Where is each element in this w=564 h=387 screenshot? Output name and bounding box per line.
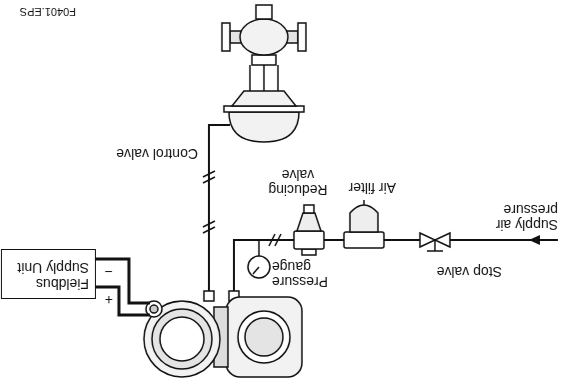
label-text: Air filter (349, 180, 396, 195)
part-name: Reducing valve (266, 167, 330, 197)
control-valve-drawing (222, 5, 306, 142)
fieldbus-wires (94, 259, 150, 315)
part-name: Control valve (116, 146, 198, 161)
label-text: Control valve (116, 146, 198, 161)
air-line (234, 240, 558, 291)
terminal-sign: + (105, 292, 113, 307)
label-text: Pressure gauge (272, 259, 338, 289)
part-name: Stop valve (437, 264, 502, 279)
part-name: Pressure gauge (272, 259, 338, 289)
label-text: Stop valve (437, 264, 502, 279)
supply-arrow (529, 235, 540, 245)
label-text: − (105, 264, 113, 279)
valve-positioner-drawing (144, 291, 302, 377)
label-text: F0401.EPS (20, 4, 76, 19)
supply-label: Supply air pressure (484, 202, 558, 232)
terminal-sign: − (105, 264, 113, 279)
box-text: Fieldbus Supply Unit (9, 260, 89, 292)
stop-valve-symbol (420, 233, 450, 251)
pressure-gauge-symbol (248, 240, 270, 278)
part-name: Air filter (349, 180, 396, 195)
label-text: Supply air pressure (484, 202, 558, 232)
supply-unit-box: Fieldbus Supply Unit (1, 249, 96, 299)
label-text: Reducing valve (266, 167, 330, 197)
air-filter-symbol (344, 200, 384, 248)
figure-number: F0401.EPS (20, 4, 76, 19)
reducing-valve-symbol (294, 205, 324, 255)
output-air-line (209, 125, 230, 291)
label-text: + (105, 292, 113, 307)
